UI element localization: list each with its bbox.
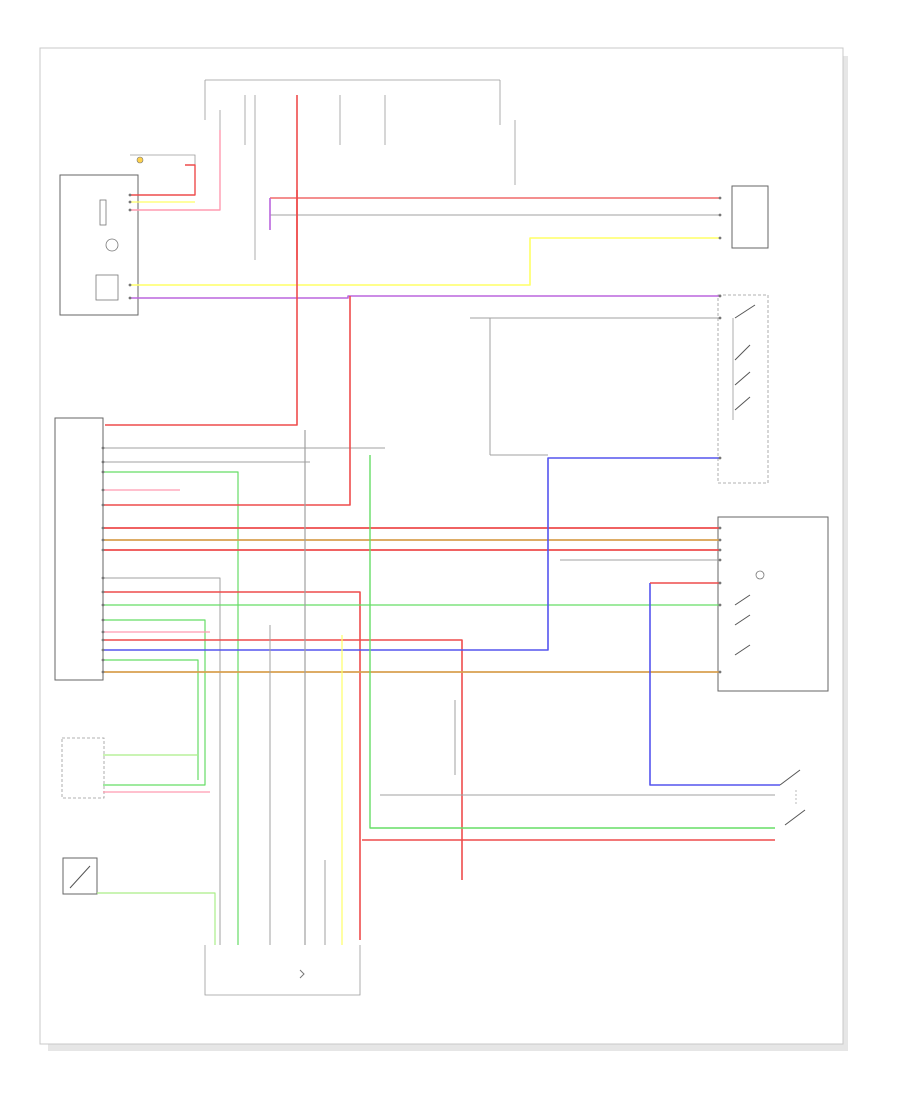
- connector-pin: [718, 548, 722, 552]
- connector-pin: [718, 538, 722, 542]
- connector-pin: [128, 208, 132, 212]
- connector-pin: [101, 648, 105, 652]
- connector-pin: [718, 213, 722, 217]
- connector-pin: [718, 456, 722, 460]
- fuse-block-bracket: [204, 79, 501, 125]
- connector-pin: [718, 581, 722, 585]
- connector-layer: [101, 193, 722, 674]
- wire-green-26: [103, 659, 199, 780]
- cruise-control-ecu-box: [54, 417, 104, 681]
- page-frame: [39, 47, 844, 1045]
- vehicle-speed-sensor-box: [62, 857, 98, 895]
- wire-red-0: [130, 164, 196, 196]
- connector-pin: [101, 590, 105, 594]
- indicator-lamp-icon: [136, 156, 144, 164]
- combination-switch: [717, 294, 769, 484]
- connector-pin: [718, 196, 722, 200]
- resume-accel-switch-contact: [734, 396, 751, 411]
- meter-speedometer-icon: [95, 274, 119, 301]
- connector-pin: [101, 503, 105, 507]
- ground-connector-outline: [61, 737, 105, 799]
- stop-light-switch-contact-2: [784, 809, 806, 826]
- connector-pin: [101, 603, 105, 607]
- set-coast-switch-contact: [734, 371, 751, 386]
- connector-pin: [101, 446, 105, 450]
- actuator-limit-switch-1: [734, 614, 751, 626]
- wire-red-20: [103, 591, 361, 940]
- ground-junction-bracket: [204, 945, 361, 996]
- connector-pin: [718, 236, 722, 240]
- wire-pink-1: [130, 130, 221, 211]
- connector-pin: [128, 193, 132, 197]
- wire-red-24: [103, 639, 463, 880]
- connector-pin: [101, 470, 105, 474]
- connector-pin: [101, 488, 105, 492]
- wire-green-30: [369, 455, 775, 829]
- connector-pin: [101, 548, 105, 552]
- stop-light-switch-contact-1: [779, 769, 801, 786]
- meter-indicator-lamp: [99, 199, 107, 226]
- combination-meter: [59, 174, 139, 316]
- connector-pin: [718, 558, 722, 562]
- actuator-motor-icon: [755, 570, 765, 580]
- wire-green-22: [103, 619, 206, 786]
- wire-light_green-35: [97, 892, 216, 945]
- connector-pin: [718, 316, 722, 320]
- connector-pin: [128, 296, 132, 300]
- connector-pin: [718, 526, 722, 530]
- meter-bulb-icon: [105, 238, 119, 252]
- wire-layer: [97, 95, 780, 945]
- wire-blue-28: [649, 583, 780, 786]
- cancel-switch-contact: [734, 344, 751, 361]
- cruise-control-actuator-box: [717, 516, 829, 692]
- brake-light-switch-upper-box: [731, 185, 769, 249]
- connector-pin: [718, 670, 722, 674]
- wire-red-14: [103, 296, 351, 506]
- wire-green-12: [103, 471, 239, 945]
- connector-pin: [101, 576, 105, 580]
- brake-light-switch-upper: [731, 185, 769, 249]
- connector-pin: [718, 294, 722, 298]
- connector-pin: [128, 283, 132, 287]
- ground-junction: [204, 945, 361, 996]
- wire-yellow-5: [130, 237, 720, 286]
- connector-pin: [101, 618, 105, 622]
- connector-pin: [101, 526, 105, 530]
- wire-blue-25: [103, 457, 720, 651]
- vehicle-speed-sensor: [62, 857, 98, 895]
- connector-pin: [101, 538, 105, 542]
- main-switch-contact: [734, 304, 756, 319]
- actuator-limit-switch-2: [734, 644, 751, 656]
- cruise-control-ecu: [54, 417, 104, 681]
- connector-pin: [101, 460, 105, 464]
- connector-pin: [101, 630, 105, 634]
- connector-pin: [101, 670, 105, 674]
- connector-pin: [101, 638, 105, 642]
- wire-purple-6: [130, 295, 720, 299]
- combination-meter-box: [59, 174, 139, 316]
- cruise-control-actuator: [717, 516, 829, 692]
- actuator-clutch-contact: [734, 594, 751, 606]
- combination-switch-outline: [717, 294, 769, 484]
- connector-pin: [128, 200, 132, 204]
- stop-light-switch: [779, 769, 806, 826]
- wire-gray-19: [103, 577, 221, 945]
- cruise-control-ground-connector: [61, 737, 105, 799]
- speed-sensor-reed-icon: [69, 865, 91, 889]
- ground-symbol-icon: [299, 969, 305, 979]
- connector-pin: [101, 658, 105, 662]
- connector-pin: [718, 603, 722, 607]
